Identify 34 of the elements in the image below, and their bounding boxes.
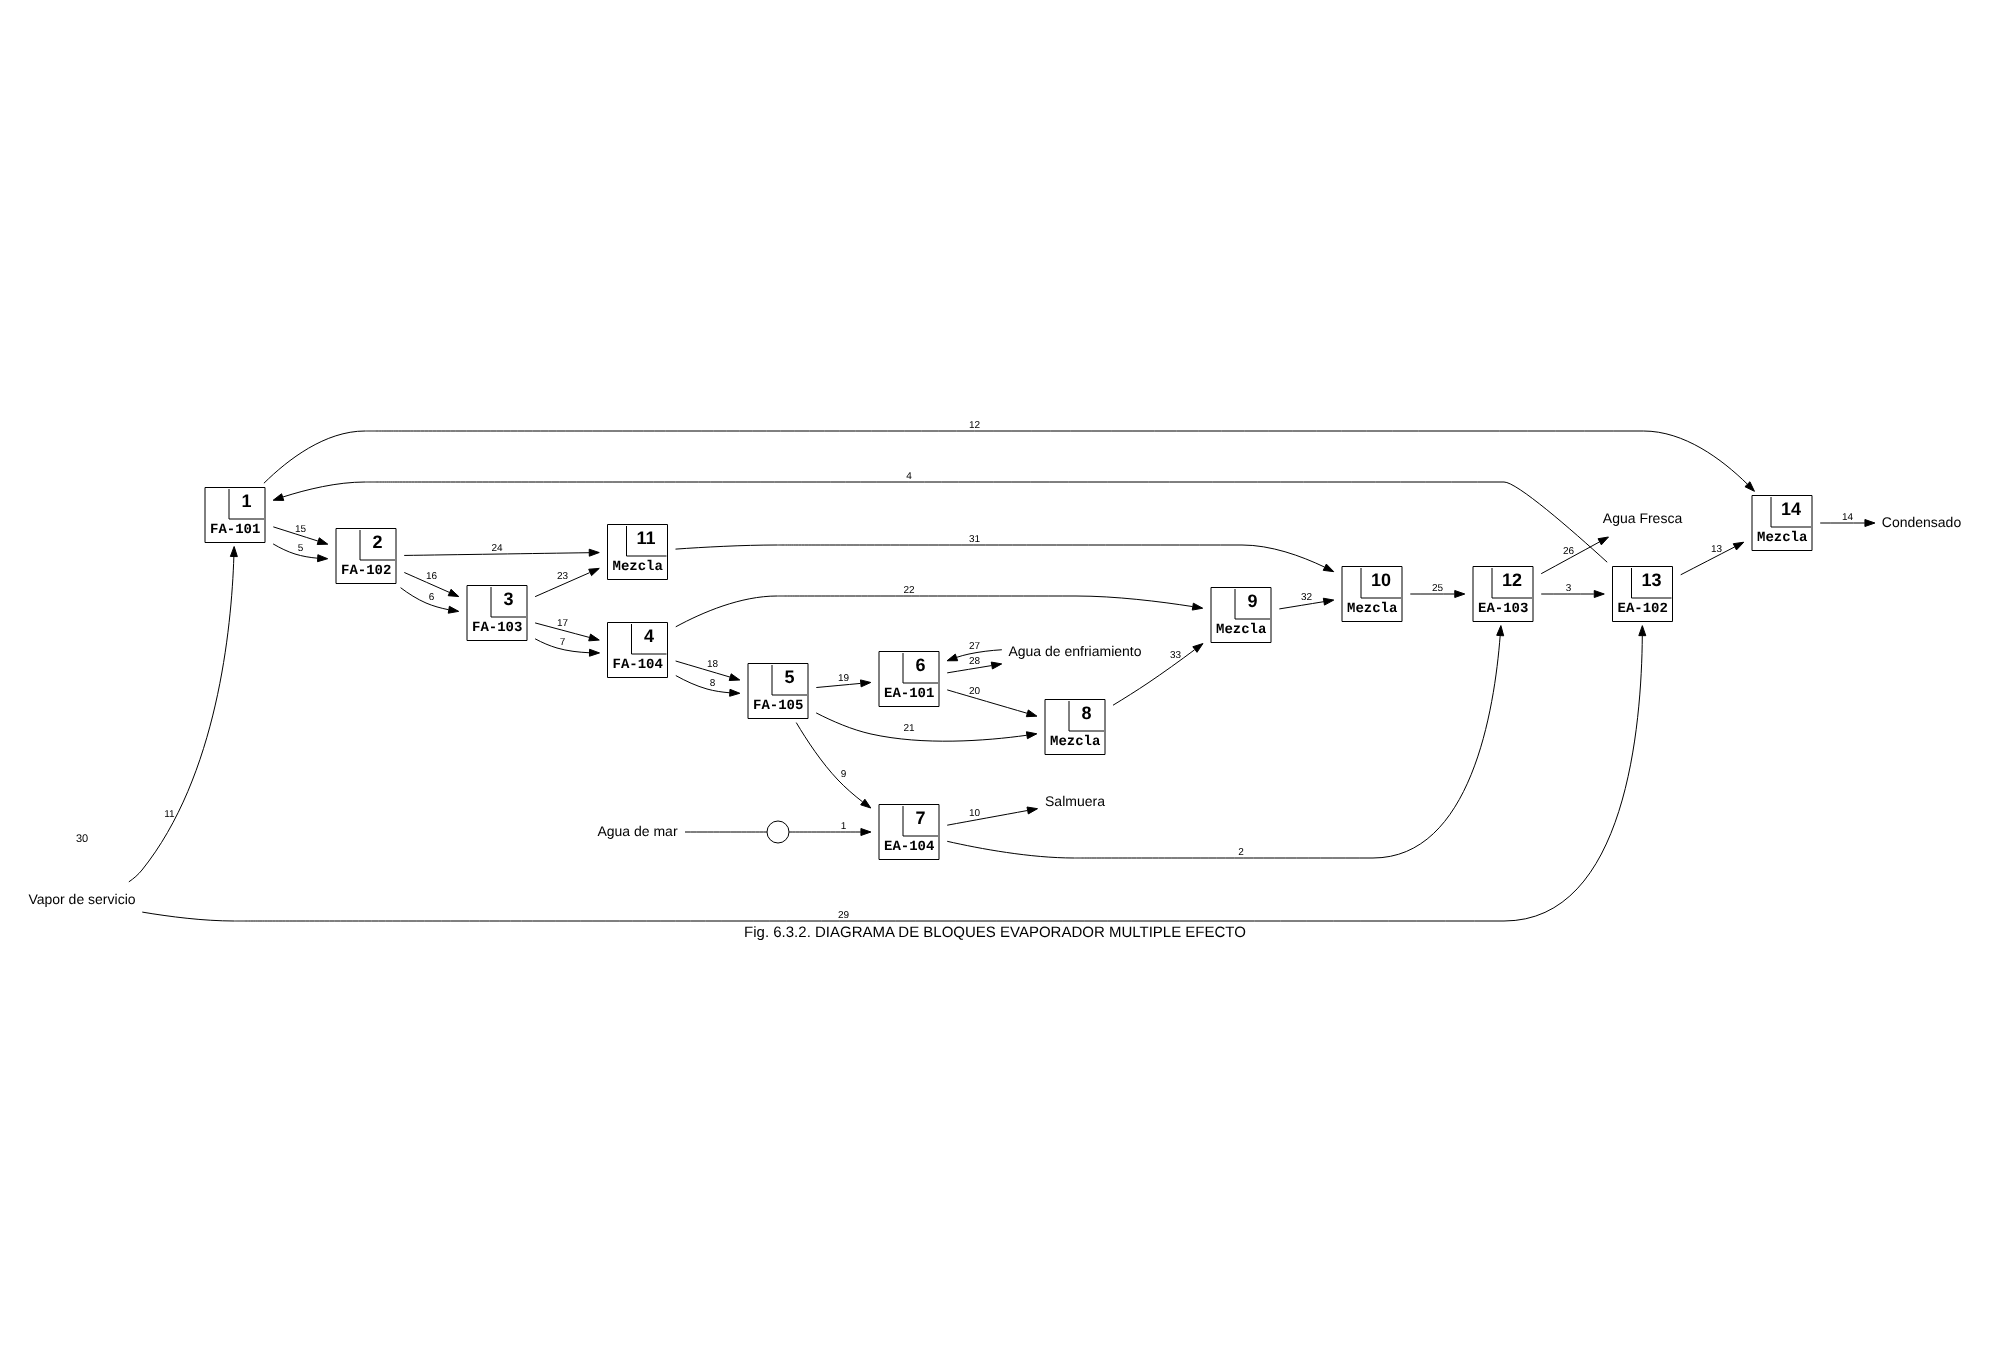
arrow [534,637,600,656]
arrow [128,545,238,882]
arrow [815,678,872,688]
arrow [946,660,1003,673]
arrow [1540,535,1609,574]
arrow [1540,589,1605,597]
arrow [272,525,329,544]
arrow [1278,596,1335,609]
arrow [675,594,1204,627]
arrow [263,429,1755,491]
arrow [272,542,329,562]
arrow [815,711,1038,741]
arrow [534,566,600,597]
node-circle [766,819,790,843]
arrow [1819,518,1876,526]
arrow [141,624,1647,921]
arrow [400,586,460,613]
arrow [795,721,872,808]
arrow [1680,540,1745,575]
arrow [788,827,872,835]
arrow [272,480,1608,562]
arrow [946,805,1038,825]
arrow [675,674,741,696]
arrow [675,543,1335,572]
arrow [946,624,1505,858]
arrow [946,648,1003,661]
arrow [1409,589,1466,597]
arrow [1112,642,1204,705]
arrow [403,547,600,556]
arrow [946,688,1038,717]
connector [684,830,768,832]
arrow [675,659,741,680]
arrow [403,571,460,597]
arrow [534,621,600,641]
